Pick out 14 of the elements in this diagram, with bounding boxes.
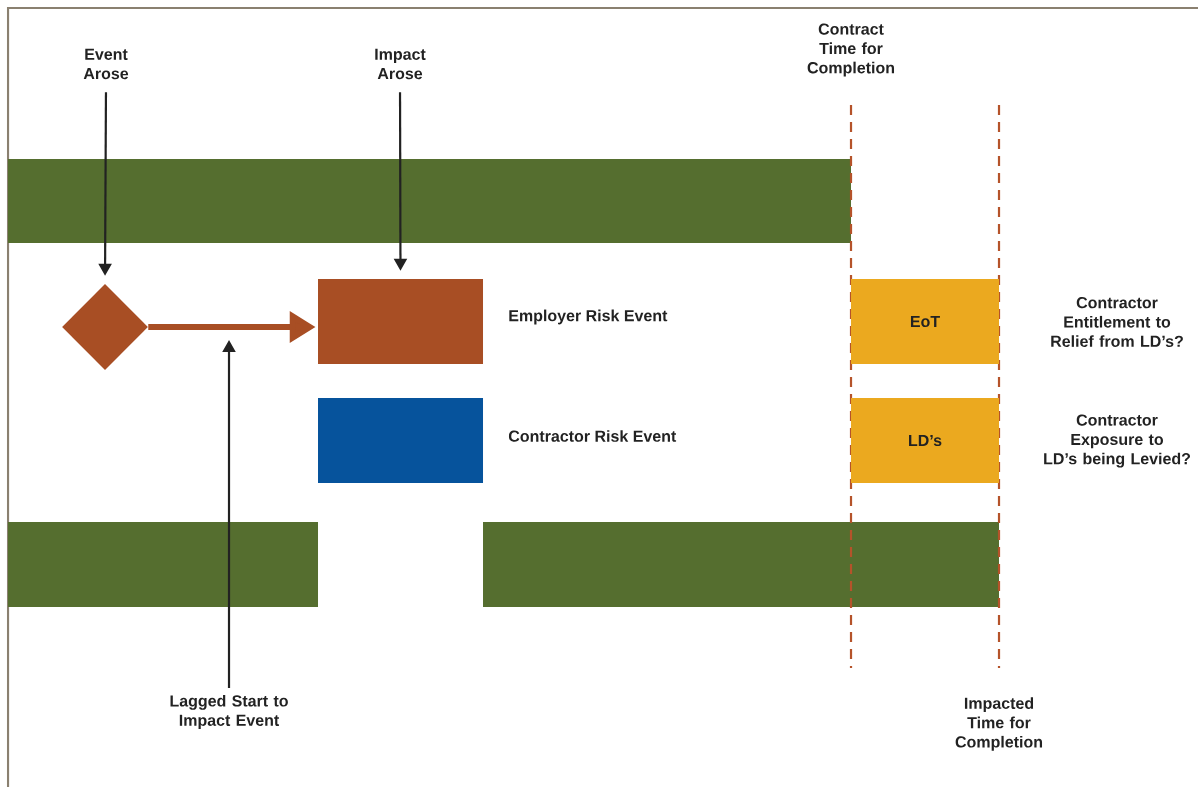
event-box	[318, 279, 483, 364]
description-text: Contractor Exposure to LD’s being Levied?	[1044, 414, 1190, 468]
caption-text: Impacted Time for Completion	[955, 697, 1042, 751]
description-text: Employer Risk Event	[509, 309, 668, 325]
description-text: Contractor Entitlement to Relief from LD’s?	[1051, 297, 1183, 347]
caption-text: Contract Time for Completion	[807, 23, 894, 77]
event-box	[318, 398, 483, 483]
event-box: LD’s	[851, 398, 999, 483]
event-box: EoT	[851, 279, 999, 364]
diamond-shape	[62, 284, 148, 370]
description-text: Contractor Risk Event	[508, 430, 677, 442]
caption-text: Impact Arose	[375, 48, 426, 80]
caption-text: Lagged Start to Impact Event	[170, 694, 288, 730]
caption-text: Event Arose	[83, 48, 129, 80]
